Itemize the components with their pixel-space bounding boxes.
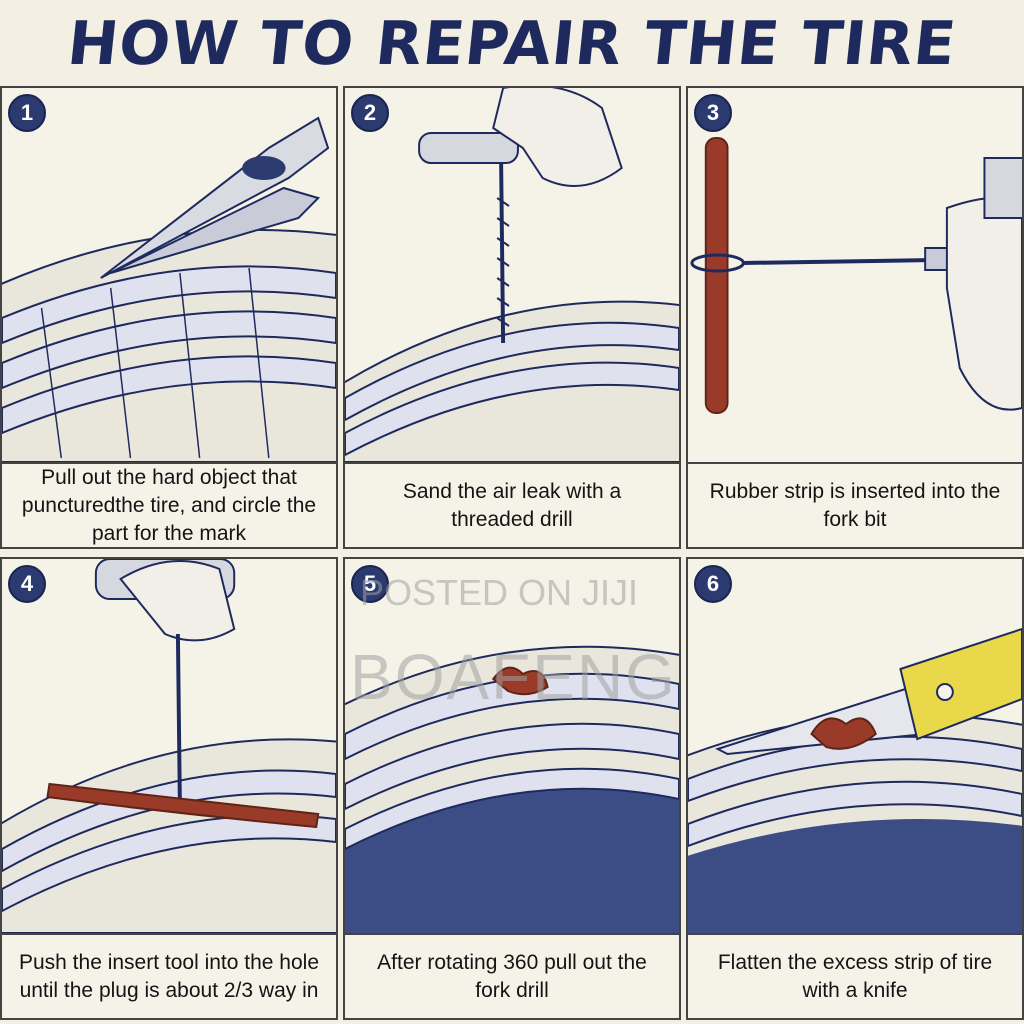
step-number-badge: 5: [351, 565, 389, 603]
step-panel-3: 3 Rubber strip is inserted into the fork…: [686, 86, 1024, 549]
step-number-badge: 4: [8, 565, 46, 603]
step-caption: Rubber strip is inserted into the fork b…: [709, 479, 1001, 531]
insert-tool-illustration: [2, 559, 336, 935]
knife-trim-illustration: [688, 559, 1022, 935]
step-panel-1: 1 Pull out the hard object that puncture…: [0, 86, 338, 549]
step-caption: Push the insert tool into the hole until…: [18, 950, 320, 1002]
step-number-badge: 6: [694, 565, 732, 603]
step-number-badge: 2: [351, 94, 389, 132]
step-caption: Pull out the hard object that puncturedt…: [21, 465, 317, 545]
step-panel-4: 4 Push the insert tool into the hole unt…: [0, 557, 338, 1020]
step-caption: After rotating 360 pull out the fork dri…: [377, 950, 647, 1002]
step-caption: Flatten the excess strip of tire with a …: [717, 950, 993, 1002]
tire-pliers-illustration: [2, 88, 336, 464]
step-caption: Sand the air leak with a threaded drill: [402, 479, 622, 531]
tire-plug-illustration: [345, 559, 679, 935]
step-panel-2: 2 Sand the air leak with a threaded dril…: [343, 86, 681, 549]
page-title: HOW TO REPAIR THE TIRE: [64, 9, 960, 79]
step-number-badge: 3: [694, 94, 732, 132]
steps-grid: 1 Pull out the hard object that puncture…: [0, 86, 1024, 1024]
tire-drill-illustration: [345, 88, 679, 464]
step-panel-6: 6 Flatten the excess strip of tire with …: [686, 557, 1024, 1020]
step-number-badge: 1: [8, 94, 46, 132]
rubber-strip-fork-illustration: [688, 88, 1022, 464]
step-panel-5: 5 After rotating 360 pull out the fork d…: [343, 557, 681, 1020]
